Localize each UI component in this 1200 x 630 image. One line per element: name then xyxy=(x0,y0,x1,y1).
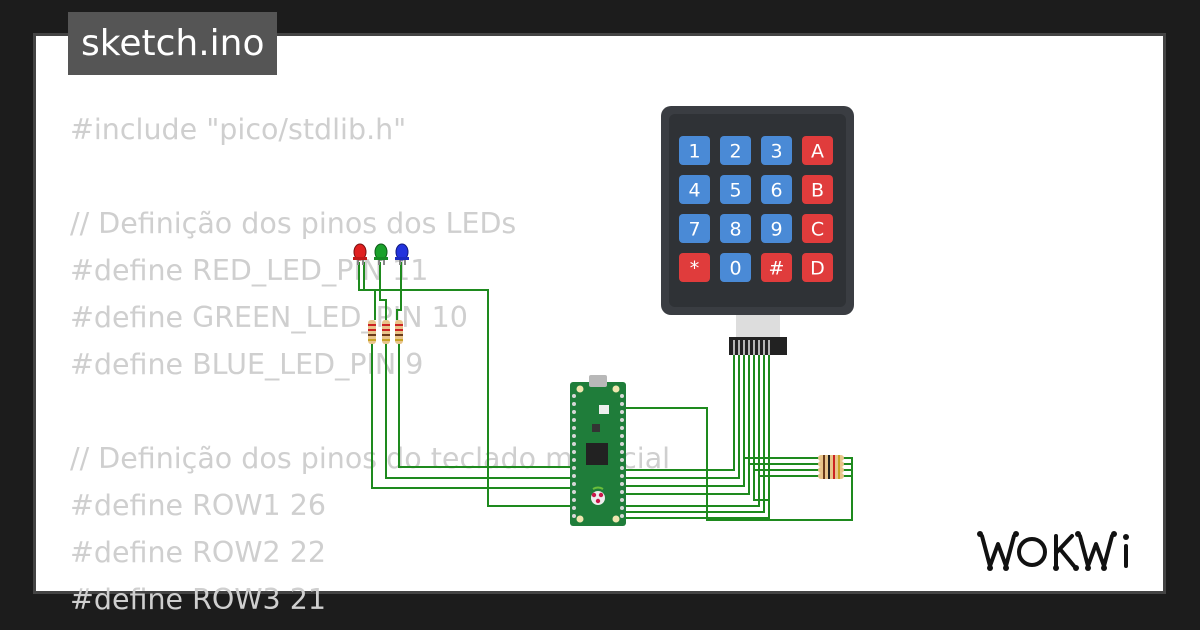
file-tab[interactable]: sketch.ino xyxy=(68,12,278,75)
resistor[interactable] xyxy=(818,467,844,473)
key-4[interactable]: 4 xyxy=(679,175,710,204)
key-label: A xyxy=(811,141,824,163)
green-led[interactable] xyxy=(374,243,388,265)
keypad-resistors xyxy=(818,455,844,479)
resistor[interactable] xyxy=(818,461,844,467)
resistor[interactable] xyxy=(368,320,376,344)
key-label: 2 xyxy=(729,141,741,163)
key-D[interactable]: D xyxy=(802,253,833,282)
keypad-connector xyxy=(729,315,787,355)
key-5[interactable]: 5 xyxy=(720,175,751,204)
key-7[interactable]: 7 xyxy=(679,214,710,243)
wokwi-logo xyxy=(977,531,1129,571)
key-6[interactable]: 6 xyxy=(761,175,792,204)
resistor[interactable] xyxy=(395,320,403,344)
raspberry-pi-logo-icon xyxy=(591,486,605,505)
key-#[interactable]: # xyxy=(761,253,792,282)
red-led[interactable] xyxy=(353,243,367,265)
key-label: 9 xyxy=(770,219,782,241)
key-label: B xyxy=(811,180,824,202)
keypad-keys: 1 2 3 A 4 5 6 B 7 8 9 C * 0 # D xyxy=(679,136,833,282)
key-*[interactable]: * xyxy=(679,253,710,282)
key-label: 7 xyxy=(688,219,700,241)
code-line: #define ROW1 26 xyxy=(70,489,326,522)
resistor[interactable] xyxy=(818,473,844,479)
key-8[interactable]: 8 xyxy=(720,214,751,243)
code-line: #define RED_LED_PIN 11 xyxy=(70,254,429,287)
membrane-keypad[interactable]: 1 2 3 A 4 5 6 B 7 8 9 C * 0 # D xyxy=(661,106,854,355)
led-resistors xyxy=(368,320,403,344)
key-label: 0 xyxy=(729,258,741,280)
resistor[interactable] xyxy=(818,455,844,461)
resistor[interactable] xyxy=(382,320,390,344)
key-2[interactable]: 2 xyxy=(720,136,751,165)
key-B[interactable]: B xyxy=(802,175,833,204)
key-label: 6 xyxy=(770,180,782,202)
key-label: # xyxy=(769,258,785,280)
key-label: 4 xyxy=(688,180,700,202)
key-3[interactable]: 3 xyxy=(761,136,792,165)
key-0[interactable]: 0 xyxy=(720,253,751,282)
key-label: 1 xyxy=(688,141,700,163)
pin-headers xyxy=(572,394,624,518)
key-label: C xyxy=(811,219,824,241)
blue-led[interactable] xyxy=(395,243,409,265)
code-line: #define ROW3 21 xyxy=(70,583,326,616)
key-label: * xyxy=(690,258,700,280)
key-label: 3 xyxy=(770,141,782,163)
raspberry-pi-pico-board[interactable] xyxy=(570,375,626,526)
key-9[interactable]: 9 xyxy=(761,214,792,243)
key-1[interactable]: 1 xyxy=(679,136,710,165)
code-line: // Definição dos pinos dos LEDs xyxy=(70,207,517,240)
key-A[interactable]: A xyxy=(802,136,833,165)
code-line: #define BLUE_LED_PIN 9 xyxy=(70,348,424,381)
key-C[interactable]: C xyxy=(802,214,833,243)
key-label: 5 xyxy=(729,180,741,202)
key-label: 8 xyxy=(729,219,741,241)
code-line: #define ROW2 22 xyxy=(70,536,326,569)
key-label: D xyxy=(810,258,825,280)
led-group xyxy=(353,243,409,265)
code-line: #include "pico/stdlib.h" xyxy=(70,113,407,146)
wires xyxy=(358,262,853,521)
code-line: #define GREEN_LED_PIN 10 xyxy=(70,301,468,334)
code-editor: #include "pico/stdlib.h" // Definição dos… xyxy=(70,106,670,623)
